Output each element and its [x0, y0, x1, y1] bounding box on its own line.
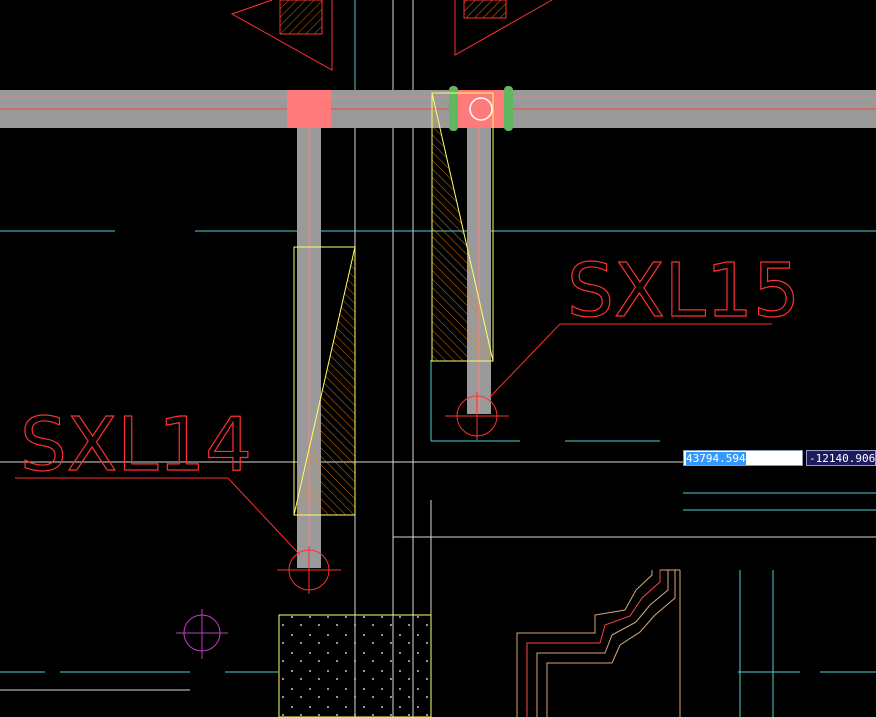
dynamic-input-y-field[interactable]: -12140.906 — [806, 450, 876, 466]
label-sxl14[interactable]: SXL14 — [19, 401, 252, 488]
top-left-marker[interactable] — [230, 0, 333, 71]
dotted-hatch-region[interactable] — [278, 614, 432, 717]
grip-right[interactable] — [504, 86, 513, 131]
magenta-point-marker[interactable] — [176, 609, 228, 659]
grid-bubble-right[interactable] — [445, 392, 509, 440]
column-left[interactable] — [287, 90, 331, 128]
label-sxl15[interactable]: SXL15 — [566, 247, 800, 334]
leader-sxl14[interactable] — [15, 477, 301, 556]
stair-right[interactable] — [431, 92, 494, 362]
x-value-text: 43794.594 — [686, 452, 746, 465]
leader-sxl15[interactable] — [489, 323, 772, 398]
dynamic-input-x-field[interactable]: 43794.594 — [683, 450, 803, 466]
stair-left[interactable] — [293, 246, 356, 516]
top-right-marker[interactable] — [454, 0, 553, 56]
grip-left[interactable] — [449, 86, 458, 131]
y-value-text: -12140.906 — [809, 452, 876, 465]
column-right-selected[interactable] — [449, 86, 513, 131]
grid-bubble-left[interactable] — [277, 546, 341, 594]
moulding-profile[interactable] — [516, 569, 681, 717]
cyan-lines — [0, 230, 876, 717]
